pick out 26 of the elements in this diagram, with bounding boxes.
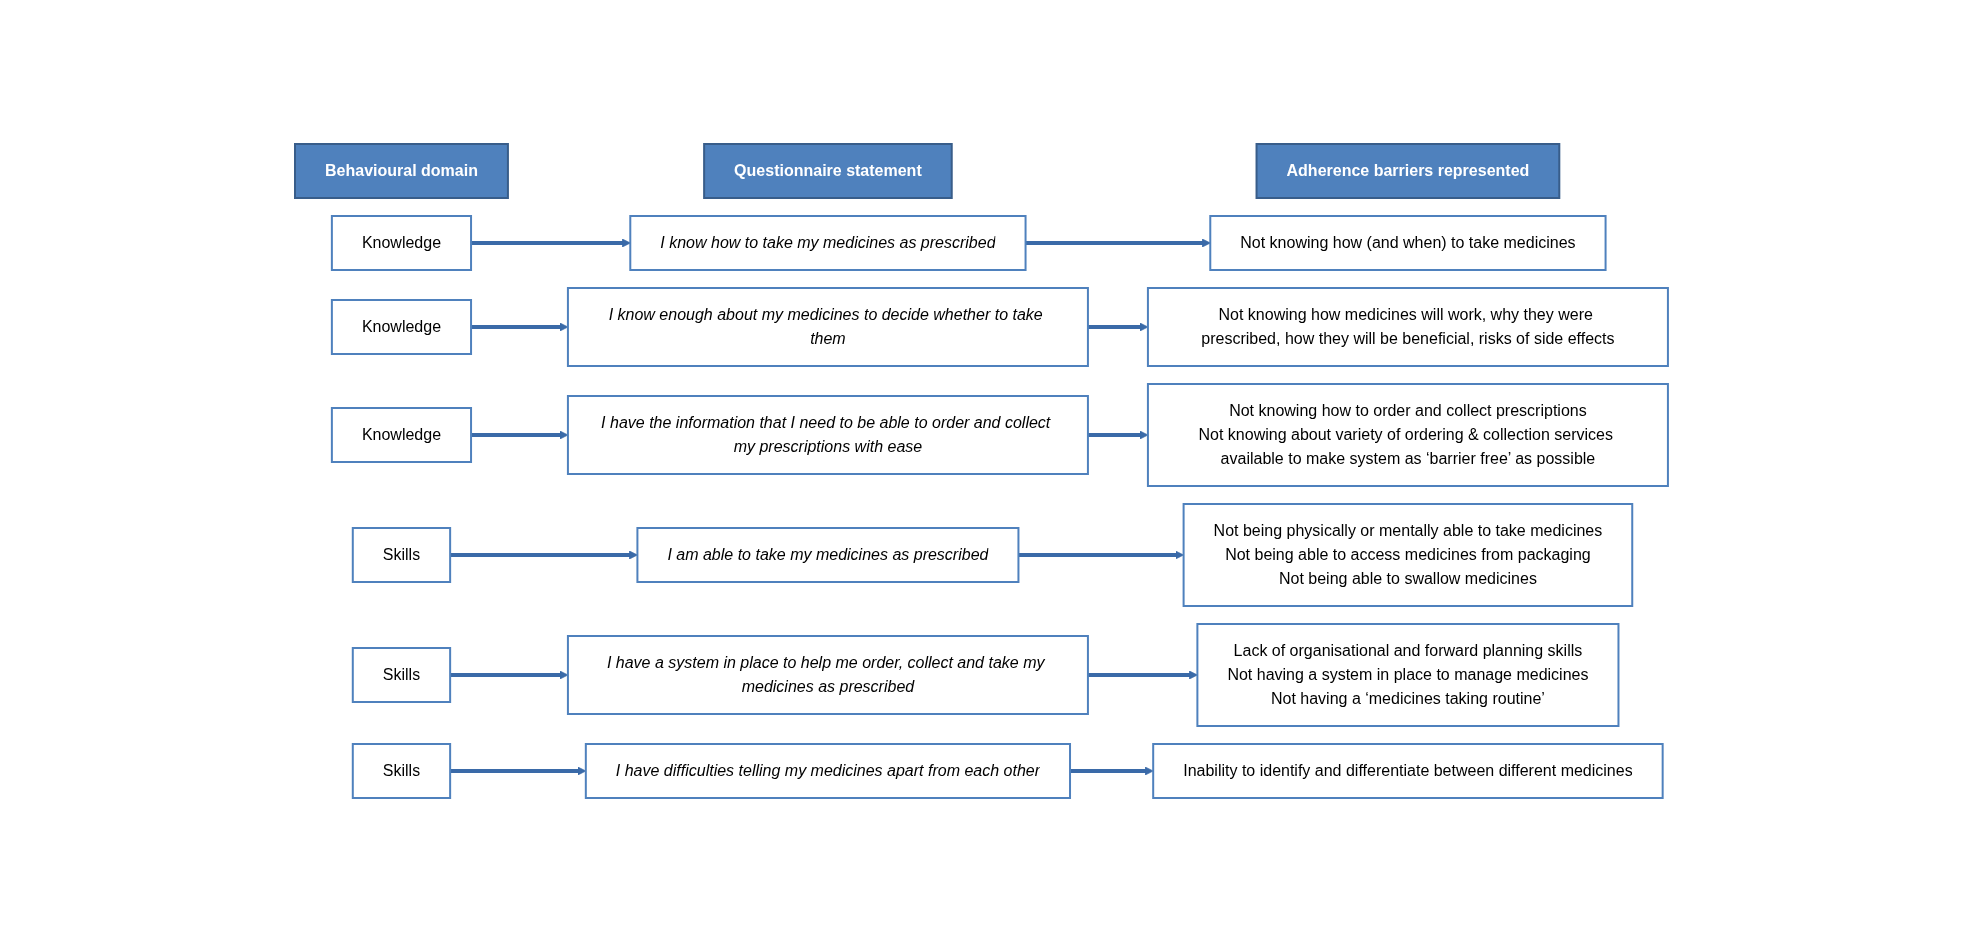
- node-box: I have difficulties telling my medicines apart from each other: [584, 742, 1072, 799]
- node-box: Behavioural domain: [294, 142, 509, 199]
- node-box: I have the information that I need to be able to order and collect my prescriptions with ease: [566, 394, 1089, 475]
- node-box: I am able to take my medicines as prescribed: [636, 526, 1020, 583]
- node-box: Skills: [351, 646, 452, 703]
- node-box: Adherence barriers represented: [1255, 142, 1561, 199]
- node-box: Inability to identify and differentiate between different medicines: [1152, 742, 1664, 799]
- node-box: Skills: [351, 526, 452, 583]
- node-box: I know enough about my medicines to decide whether to take them: [566, 286, 1089, 367]
- node-box: Questionnaire statement: [703, 142, 953, 199]
- arrow: [1070, 766, 1154, 775]
- arrow: [1087, 670, 1198, 679]
- node-box: Not being physically or mentally able to take medicines Not being able to access medicines from packaging Not being able to swallow medicines: [1182, 502, 1634, 607]
- node-box: Lack of organisational and forward planning skills Not having a system in place to manage medicines Not having a ‘medicines taking routine’: [1196, 622, 1620, 727]
- node-box: Skills: [351, 742, 452, 799]
- arrow: [471, 238, 631, 247]
- node-box: Knowledge: [330, 298, 473, 355]
- node-box: Knowledge: [330, 406, 473, 463]
- node-box: Not knowing how (and when) to take medicines: [1209, 214, 1607, 271]
- node-box: Not knowing how medicines will work, why they were prescribed, how they will be beneficial, risks of side effects: [1146, 286, 1669, 367]
- node-box: I have a system in place to help me order, collect and take my medicines as prescribed: [566, 634, 1089, 715]
- node-box: Not knowing how to order and collect prescriptions Not knowing about variety of ordering & collection services available to make system as ‘barrier free’ as possible: [1146, 382, 1669, 487]
- arrow: [450, 550, 638, 559]
- arrow: [1025, 238, 1211, 247]
- node-box: Knowledge: [330, 214, 473, 271]
- node-box: I know how to take my medicines as prescribed: [629, 214, 1027, 271]
